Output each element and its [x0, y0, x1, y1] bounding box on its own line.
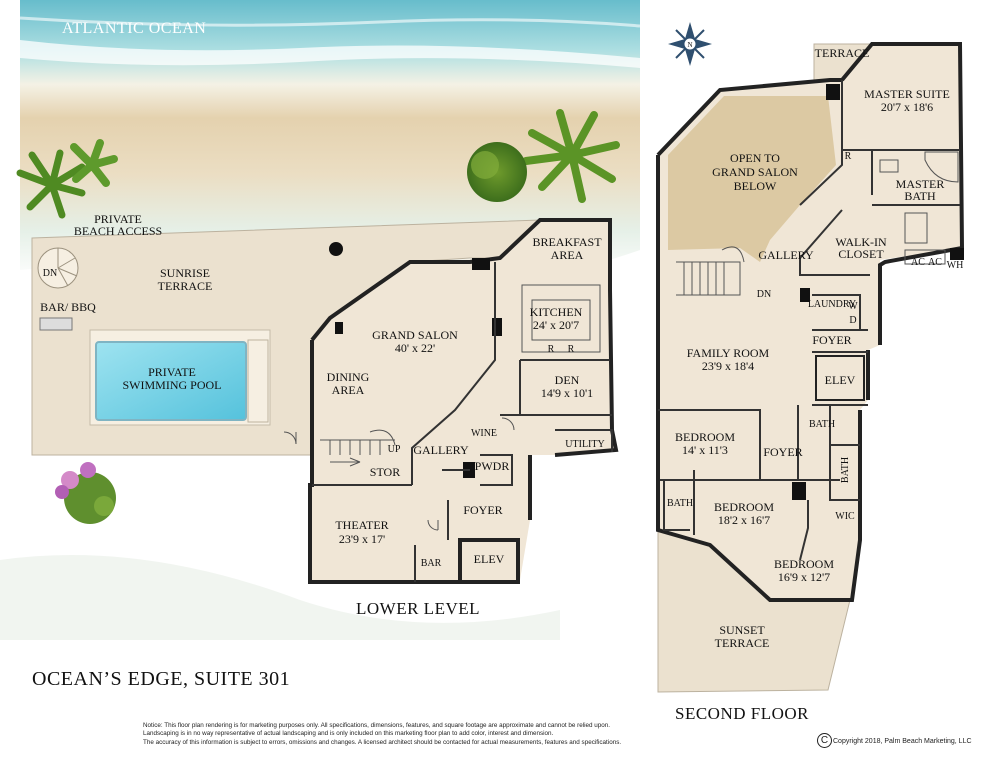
private-beach-access-label-2: BEACH ACCESS [74, 224, 162, 238]
copyright-text: Copyright 2018, Palm Beach Marketing, LL… [833, 738, 972, 745]
pool-label-2: SWIMMING POOL [123, 378, 222, 392]
breakfast-area-label-1: BREAKFAST [532, 235, 602, 249]
compass-letter: N [687, 41, 692, 49]
wine-label: WINE [471, 428, 497, 439]
powder-room-label: PWDR [475, 459, 510, 473]
bedroom-1-size: 14' x 11'3 [682, 443, 728, 457]
den-size: 14'9 x 10'1 [541, 386, 593, 400]
lower-elevator-label: ELEV [474, 552, 505, 566]
bedroom-2-size: 18'2 x 16'7 [718, 513, 770, 527]
bath-right-label: BATH [809, 419, 835, 430]
fridge-mark-2: R [568, 344, 575, 355]
bar-label: BAR [421, 558, 442, 569]
refrigerator-mark: R [845, 151, 852, 162]
open-to-below-label-1: OPEN TO [730, 151, 780, 165]
master-suite-size: 20'7 x 18'6 [881, 100, 933, 114]
grand-salon-size: 40' x 22' [395, 341, 435, 355]
master-bath-label-1: MASTER [896, 177, 945, 191]
bath-vertical-label: BATH [840, 457, 851, 483]
page-title: OCEAN’S EDGE, SUITE 301 [32, 668, 290, 690]
bar-bbq-label: BAR/ BBQ [40, 300, 96, 314]
washer-label: W [848, 301, 858, 312]
water-heater-label: WH [947, 260, 964, 271]
ac-label-1: AC [911, 257, 925, 268]
master-suite-label: MASTER SUITE [864, 87, 950, 101]
bedroom-3-label: BEDROOM [774, 557, 834, 571]
sunset-terrace-label-2: TERRACE [715, 636, 770, 650]
den-label: DEN [555, 373, 580, 387]
kitchen-label: KITCHEN [530, 305, 583, 319]
breakfast-area-label-2: AREA [551, 248, 584, 262]
bath-left-label: BATH [667, 498, 693, 509]
ocean-label: ATLANTIC OCEAN [62, 20, 206, 37]
palm-tree-icon [16, 109, 620, 219]
dining-area-label-1: DINING [327, 370, 370, 384]
utility-label: UTILITY [565, 439, 604, 450]
fridge-mark-1: R [548, 344, 555, 355]
flower-bush-icon [55, 462, 116, 524]
family-room-label: FAMILY ROOM [687, 346, 770, 360]
sunset-terrace-label-1: SUNSET [719, 623, 765, 637]
storage-label: STOR [370, 465, 400, 479]
dryer-label: D [849, 315, 856, 326]
copyright-icon: C [817, 733, 832, 748]
lower-level-heading: LOWER LEVEL [356, 599, 480, 618]
open-to-below-label-2: GRAND SALON [712, 165, 798, 179]
lower-level-plan [31, 218, 619, 584]
walk-in-closet-label-2: CLOSET [838, 247, 884, 261]
pool-label-1: PRIVATE [148, 365, 196, 379]
bedroom-1-label: BEDROOM [675, 430, 735, 444]
dining-area-label-2: AREA [332, 383, 365, 397]
lower-foyer-label: FOYER [463, 503, 502, 517]
family-room-size: 23'9 x 18'4 [702, 359, 754, 373]
sunrise-terrace-label-1: SUNRISE [160, 266, 210, 280]
second-gallery-label: GALLERY [758, 248, 814, 262]
swimming-pool [95, 341, 247, 421]
second-foyer-mid-label: FOYER [763, 445, 802, 459]
spiral-stair-down-label: DN [43, 268, 57, 279]
notice-text: Notice: This floor plan rendering is for… [143, 722, 622, 746]
second-foyer-top-label: FOYER [812, 333, 851, 347]
grand-salon-label: GRAND SALON [372, 328, 458, 342]
kitchen-size: 24' x 20'7 [533, 318, 579, 332]
open-to-below-label-3: BELOW [734, 179, 777, 193]
bedroom-2-label: BEDROOM [714, 500, 774, 514]
stair-up-label: UP [388, 444, 401, 455]
private-beach-access-label-1: PRIVATE [94, 212, 142, 226]
master-bath-label-2: BATH [904, 189, 936, 203]
compass-rose-icon: N [668, 22, 712, 66]
second-terrace-label: TERRACE [815, 46, 870, 60]
second-elevator-label: ELEV [825, 373, 856, 387]
laundry-label: LAUNDRY [808, 299, 856, 310]
walk-in-closet-label-1: WALK-IN [835, 235, 887, 249]
sunrise-terrace-label-2: TERRACE [158, 279, 213, 293]
wic-label: WIC [835, 511, 855, 522]
lower-gallery-label: GALLERY [413, 443, 469, 457]
second-stair-down-label: DN [757, 289, 771, 300]
second-floor-plan [656, 42, 965, 693]
bedroom-3-size: 16'9 x 12'7 [778, 570, 830, 584]
open-to-below-area [668, 96, 836, 262]
second-floor-heading: SECOND FLOOR [675, 704, 809, 723]
ac-label-2: AC [928, 257, 942, 268]
theater-size: 23'9 x 17' [339, 532, 385, 546]
theater-label: THEATER [335, 518, 388, 532]
beach-background [0, 0, 641, 640]
